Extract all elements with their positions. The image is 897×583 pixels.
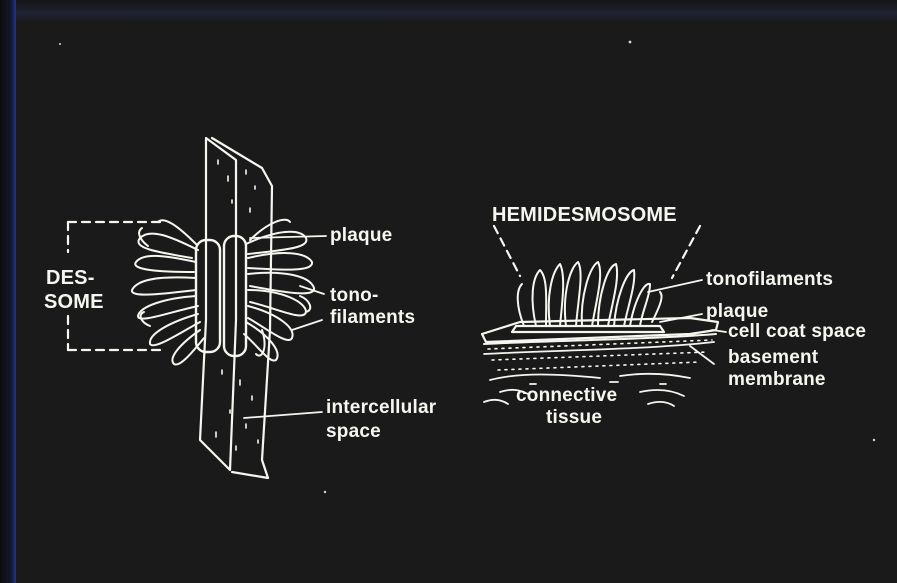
label-tissue: tissue [546,408,602,428]
desmosome-leaders [244,236,326,418]
label-plaque: plaque [330,226,392,246]
desmosome-plaque [196,240,220,352]
hemidesmosome-tonofilaments [518,262,662,326]
label-space: space [326,422,381,442]
label-membrane: membrane [728,370,826,390]
label-filaments: filaments [330,308,415,328]
hemidesmosome-membrane [482,318,718,342]
label-tono: tono- [330,286,378,306]
desmosome-title-line1: DES- [46,268,95,288]
slide-dust [59,41,875,494]
desmosome-tonofilaments-left [132,220,204,364]
label-connective: connective [516,386,617,406]
label-basement: basement [728,348,818,368]
desmosome-membrane [200,138,236,470]
desmosome-illustration [68,138,326,478]
hemidesmosome-bracket [494,226,700,278]
label-intercellular: intercellular [326,398,436,418]
hemidesmosome-plaque [512,326,664,332]
hemidesmosome-title: HEMIDESMOSOME [492,205,677,225]
desmosome-title-line2: SOME [44,292,104,312]
hemidesmosome-illustration [482,226,726,406]
desmosome-tonofilaments-right [244,220,314,361]
basement-membrane-line [484,334,716,344]
label-tonofilaments: tonofilaments [706,270,833,290]
label-hemi-plaque: plaque [706,302,768,322]
label-cell-coat-space: cell coat space [728,322,866,342]
